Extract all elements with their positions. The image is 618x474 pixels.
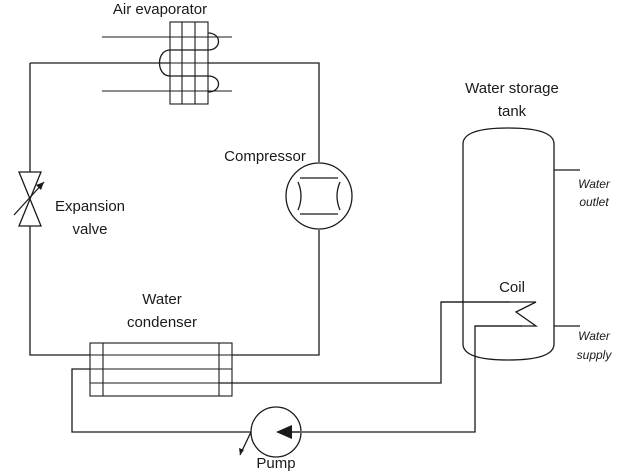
coil [475, 301, 539, 327]
refrigerant-pipe-top-right [208, 62, 320, 162]
water-storage-tank [441, 127, 580, 361]
expansion-valve [13, 171, 45, 227]
label-water-supply-2: supply [577, 348, 613, 362]
label-water-outlet-1: Water [578, 177, 611, 191]
air-evaporator [102, 21, 232, 105]
label-expansion-valve-1: Expansion [55, 198, 125, 215]
label-water-condenser-2: condenser [127, 314, 197, 331]
label-air-evaporator: Air evaporator [113, 1, 207, 18]
label-water-storage-tank-2: tank [498, 103, 527, 120]
pump [250, 406, 302, 458]
water-pipe-pump-to-condenser [71, 368, 251, 433]
label-compressor: Compressor [224, 148, 306, 165]
water-pipe-condenser-to-coil [219, 301, 510, 384]
water-pipe-coil-to-pump [302, 325, 522, 433]
label-water-outlet-2: outlet [579, 195, 609, 209]
refrigerant-pipe-right-lower [232, 230, 320, 356]
evaporator-coil [158, 32, 220, 93]
label-water-condenser-1: Water [142, 291, 181, 308]
refrigerant-loop [29, 62, 320, 356]
compressor [285, 162, 353, 230]
refrigerant-pipe-left-lower [29, 226, 90, 356]
water-condenser [89, 342, 233, 397]
label-water-storage-tank-1: Water storage [465, 80, 559, 97]
label-water-supply-1: Water [578, 329, 611, 343]
label-pump: Pump [256, 455, 295, 472]
label-coil: Coil [499, 279, 525, 296]
label-expansion-valve-2: valve [72, 221, 107, 238]
